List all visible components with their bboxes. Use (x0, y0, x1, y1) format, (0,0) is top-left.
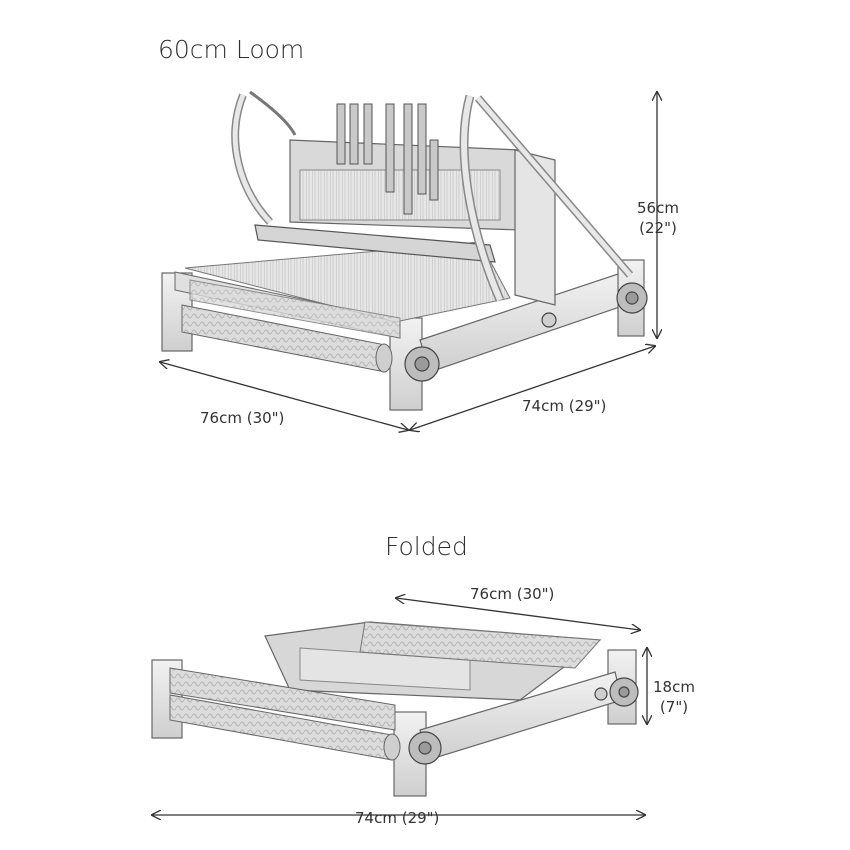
loom-title: 60cm Loom (158, 35, 305, 64)
folded-height-label: 18cm (7") (648, 677, 700, 717)
folded-title: Folded (385, 532, 468, 561)
folded-height-cm: 18cm (653, 678, 695, 696)
folded-height-in: (7") (659, 698, 689, 716)
loom-drawing (161, 90, 648, 411)
loom-dimension-lines (160, 92, 657, 430)
folded-dimension-lines (152, 598, 647, 815)
folded-loom-drawing (151, 621, 639, 797)
